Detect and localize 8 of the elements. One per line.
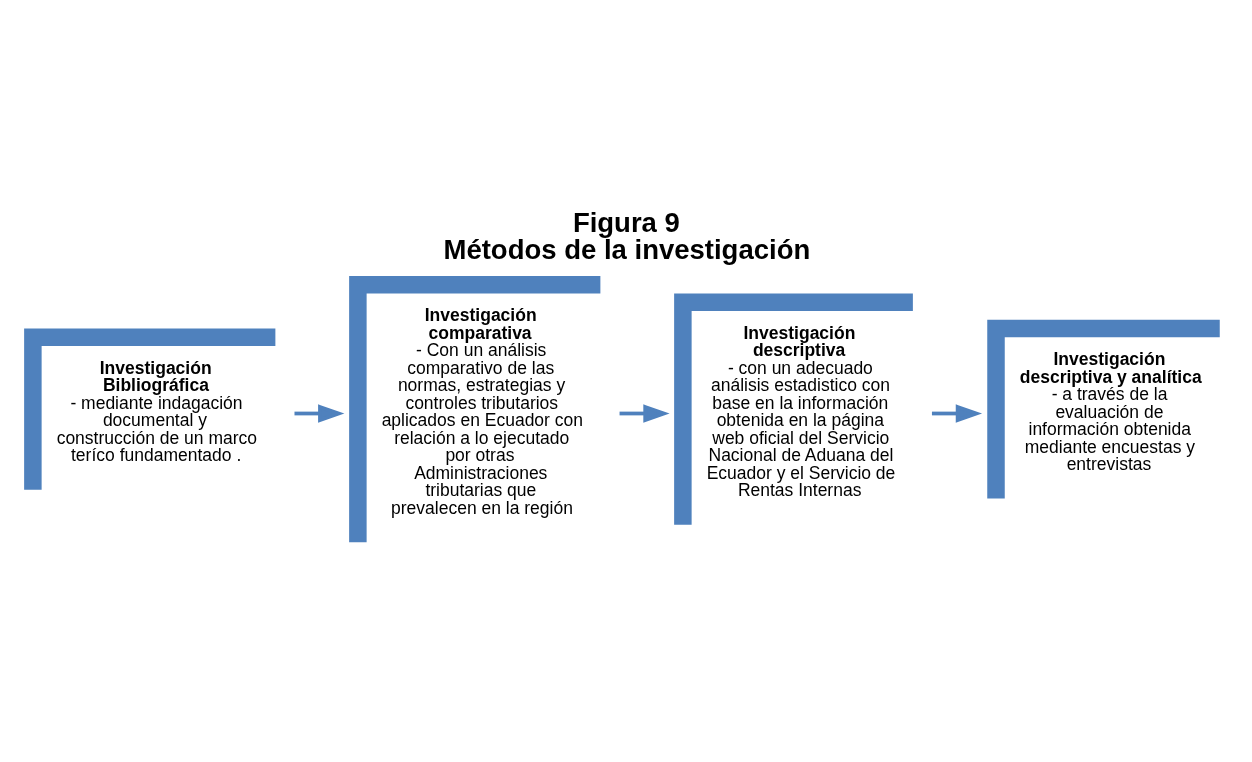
diagram-title: Figura 9 [572,206,680,238]
node-text: Investigación Bibliográfica - mediante indagación documental y construcción de un marco teríco fundamentado . [56,357,258,466]
arrow [931,404,983,423]
node-text: Investigación comparativa - Con un análisis comparativo de las normas, estrategias y controles tributarios aplicados en Ecuador con relación a lo ejecutado por otras Administraciones tributarias que prevalecen en la región [381,305,584,518]
arrow [294,404,345,423]
node-text: Investigación descriptiva - con un adecuado análisis estadistico con base en la información obtenida en la página web oficial del Servicio Nacional de Aduana del Ecuador y el Servicio de Rentas Internas [706,322,896,501]
node-text: Investigación descriptiva y analítica - a través de la evaluación de información obtenida mediante encuestas y entrevistas [1019,349,1202,474]
arrow [619,404,670,423]
